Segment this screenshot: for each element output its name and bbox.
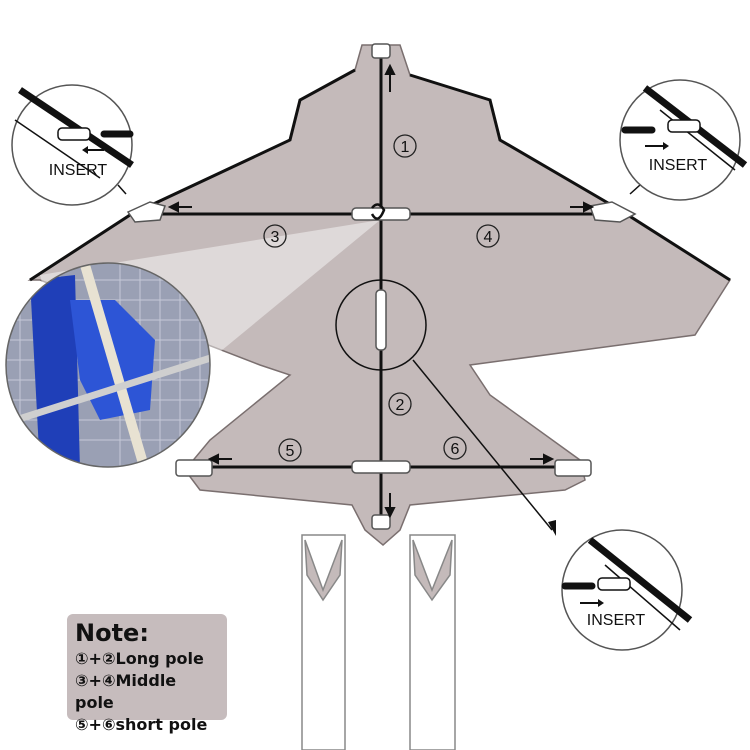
- direction-arrows: [167, 63, 595, 519]
- insert-callout-bottom: [561, 529, 693, 651]
- note-line-long-pole: ①+②Long pole: [75, 649, 204, 668]
- leader-line: [412, 359, 553, 531]
- fabric-photo: [5, 262, 211, 468]
- label-3: 3: [271, 229, 280, 246]
- label-2: 2: [396, 397, 405, 414]
- label-6: 6: [451, 441, 460, 458]
- note-line-short-pole: ⑤+⑥short pole: [75, 715, 208, 734]
- hook-icon: [370, 203, 386, 220]
- detail-circle: [335, 279, 427, 371]
- insert-callout-right: [619, 79, 748, 201]
- label-1: 1: [401, 139, 410, 156]
- kite-tails: [301, 534, 456, 750]
- number-circles: [263, 134, 500, 462]
- insert-callout-left: [11, 84, 134, 206]
- leading-edge: [29, 68, 731, 282]
- note-title: Note:: [75, 619, 149, 647]
- insert-label-left: INSERT: [49, 162, 108, 179]
- note-box: Note: ①+②Long pole ③+④Middle pole ⑤+⑥sho…: [67, 614, 227, 734]
- leader-arrow-icon: [548, 520, 556, 536]
- note-line-middle-pole: ③+④Middle pole: [75, 671, 177, 712]
- insert-label-right: INSERT: [649, 157, 708, 174]
- insert-label-bottom: INSERT: [587, 612, 646, 629]
- label-5: 5: [286, 443, 295, 460]
- label-4: 4: [484, 229, 493, 246]
